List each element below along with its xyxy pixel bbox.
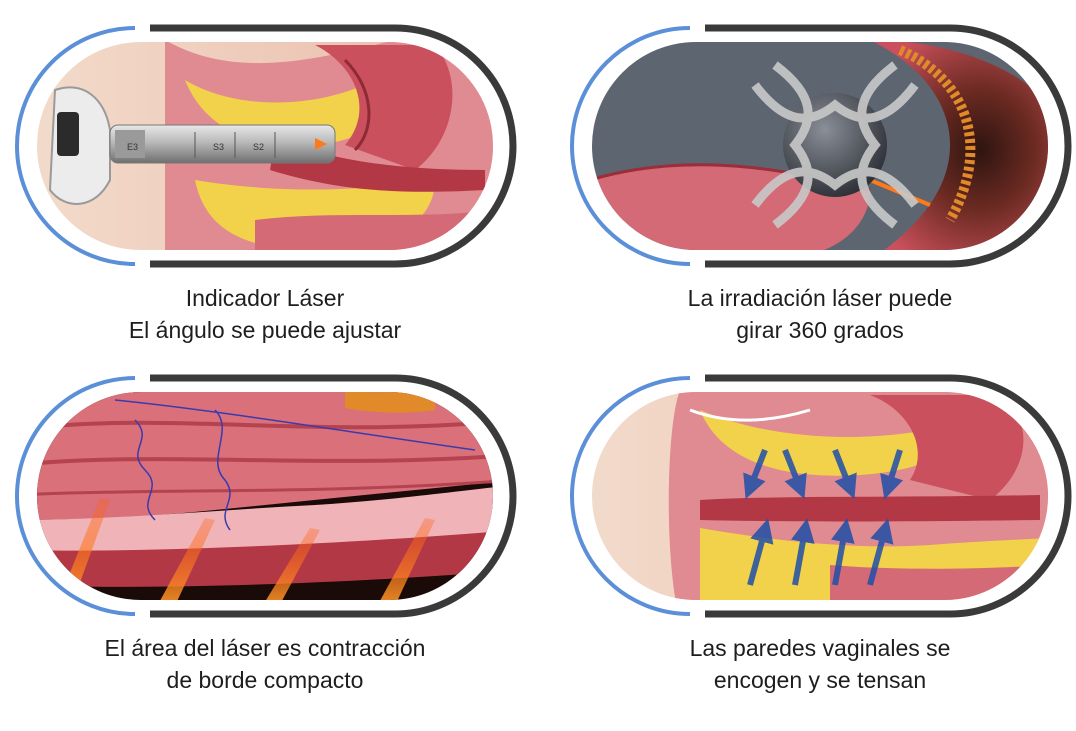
laser-probe-illustration: E3 S3 S2	[15, 24, 517, 268]
frame-dark-arc	[705, 24, 1072, 268]
probe-mark-s2: S2	[253, 142, 264, 152]
caption-line-1: Indicador Láser	[185, 285, 345, 311]
tightening-illustration	[570, 374, 1072, 618]
caption-line-1: La irradiación láser puede	[687, 285, 953, 311]
frame-blue-arc	[15, 376, 136, 616]
rotation-illustration	[570, 24, 1072, 268]
caption-line-2: de borde compacto	[166, 667, 364, 693]
frame-dark-arc	[150, 374, 517, 618]
frame-blue-arc	[570, 376, 691, 616]
frame-blue-arc	[15, 26, 136, 266]
caption-laser-indicator: Indicador Láser El ángulo se puede ajust…	[15, 282, 515, 346]
caption-tightening: Las paredes vaginales se encogen y se te…	[570, 632, 1070, 696]
caption-line-2: El ángulo se puede ajustar	[128, 317, 402, 343]
frame-blue-arc	[570, 26, 691, 266]
caption-line-2: encogen y se tensan	[713, 667, 927, 693]
caption-rotation: La irradiación láser puede girar 360 gra…	[570, 282, 1070, 346]
caption-line-1: Las paredes vaginales se	[689, 635, 951, 661]
frame-dark-arc	[150, 24, 517, 268]
caption-contraction: El área del láser es contracción de bord…	[15, 632, 515, 696]
probe-mark-e3: E3	[127, 142, 138, 152]
frame-dark-arc	[705, 374, 1072, 618]
contraction-illustration	[15, 374, 517, 618]
probe-mark-s3: S3	[213, 142, 224, 152]
caption-line-2: girar 360 grados	[736, 317, 904, 343]
caption-line-1: El área del láser es contracción	[104, 635, 426, 661]
